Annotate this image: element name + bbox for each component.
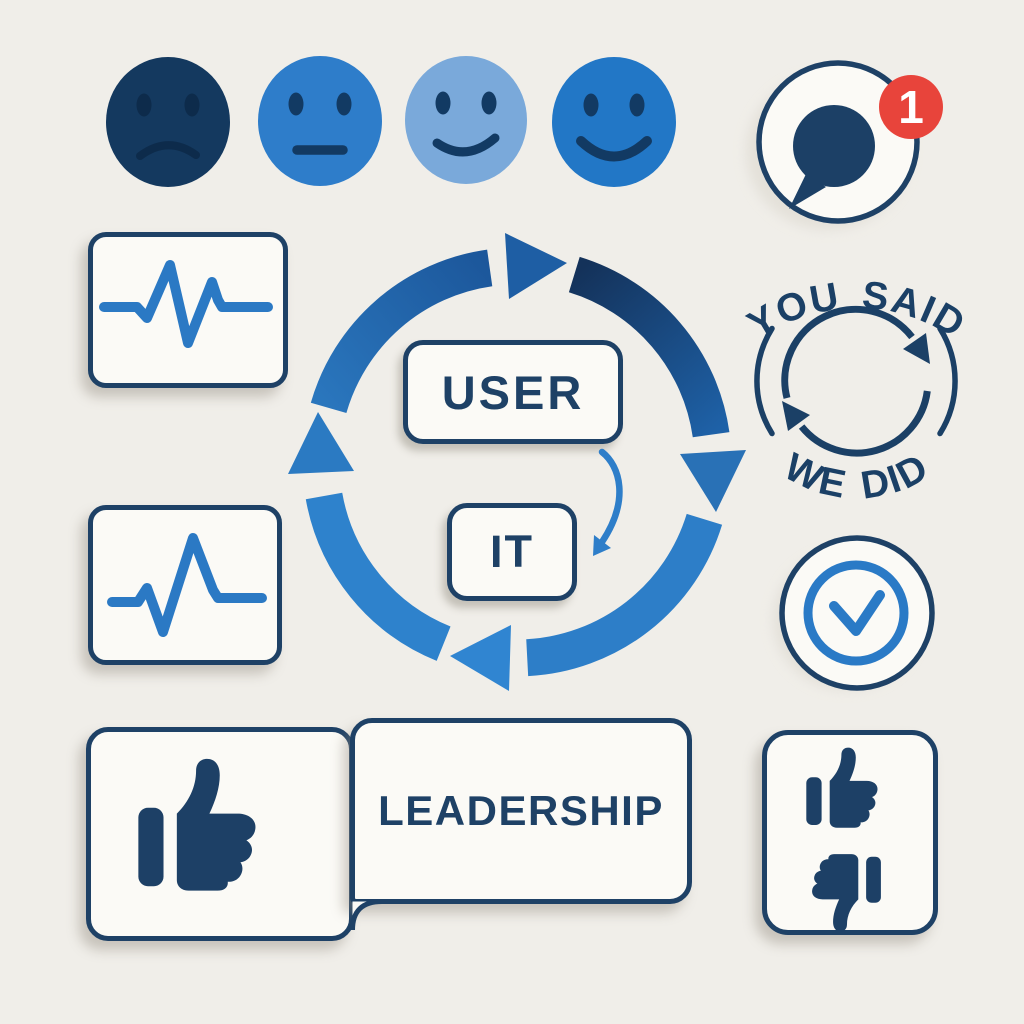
- leadership-thumbs-card[interactable]: [86, 727, 354, 941]
- badge-count: 1: [898, 81, 924, 133]
- cycle-arc-bottom-left: [305, 492, 451, 661]
- emblem-bottom-text: WE DID: [778, 445, 937, 507]
- leadership-speech-bubble[interactable]: LEADERSHIP: [350, 718, 692, 904]
- face-very-satisfied-icon[interactable]: [552, 57, 676, 187]
- notification-badge: 1: [879, 75, 943, 139]
- eye: [583, 93, 599, 117]
- eye: [481, 91, 497, 115]
- eye: [629, 93, 645, 117]
- user-to-it-arrow-icon: [593, 448, 623, 556]
- face-satisfied-icon[interactable]: [405, 56, 527, 184]
- cycle-arrow-right-icon: [680, 450, 746, 512]
- pulse-card-2[interactable]: [88, 505, 282, 665]
- eye: [336, 92, 352, 116]
- frown-mouth: [136, 141, 200, 160]
- bubble-tail: [350, 899, 383, 931]
- it-node[interactable]: IT: [447, 503, 577, 601]
- big-smile-mouth: [576, 136, 652, 162]
- user-node[interactable]: USER: [403, 340, 623, 444]
- it-node-label: IT: [490, 526, 534, 577]
- speech-bubble-icon: [789, 105, 875, 209]
- cycle-arrow-top-icon: [505, 233, 567, 299]
- cycle-arrowheads: [288, 233, 746, 691]
- thumbs-up-down-card[interactable]: [762, 730, 938, 935]
- eye: [435, 91, 451, 115]
- cycle-arrows-heads: [782, 333, 930, 431]
- cycle-arrow-left-icon: [288, 412, 354, 474]
- chat-shadow: [746, 74, 910, 230]
- pulse-card-1[interactable]: [88, 232, 288, 388]
- chat-notification[interactable]: 1: [756, 60, 943, 224]
- emblem-parentheses: [754, 325, 958, 437]
- you-said-we-did-emblem: YOU SAID WE DID: [740, 274, 973, 508]
- satisfaction-scale: [106, 56, 676, 187]
- eye: [288, 92, 304, 116]
- face-very-dissatisfied-icon[interactable]: [106, 57, 230, 187]
- emblem-top-text: YOU SAID: [740, 274, 973, 347]
- user-node-label: USER: [441, 365, 585, 419]
- eye: [184, 93, 200, 117]
- eye: [136, 93, 152, 117]
- cycle-arrows-icon: [781, 305, 931, 457]
- check-shadow: [773, 550, 921, 690]
- face-neutral-icon[interactable]: [258, 56, 382, 186]
- cycle-arrow-bottom-icon: [450, 625, 511, 691]
- smile-mouth: [432, 133, 500, 157]
- check-circle-icon[interactable]: [779, 535, 935, 691]
- leadership-label: LEADERSHIP: [378, 787, 664, 834]
- checkmark: [829, 590, 885, 636]
